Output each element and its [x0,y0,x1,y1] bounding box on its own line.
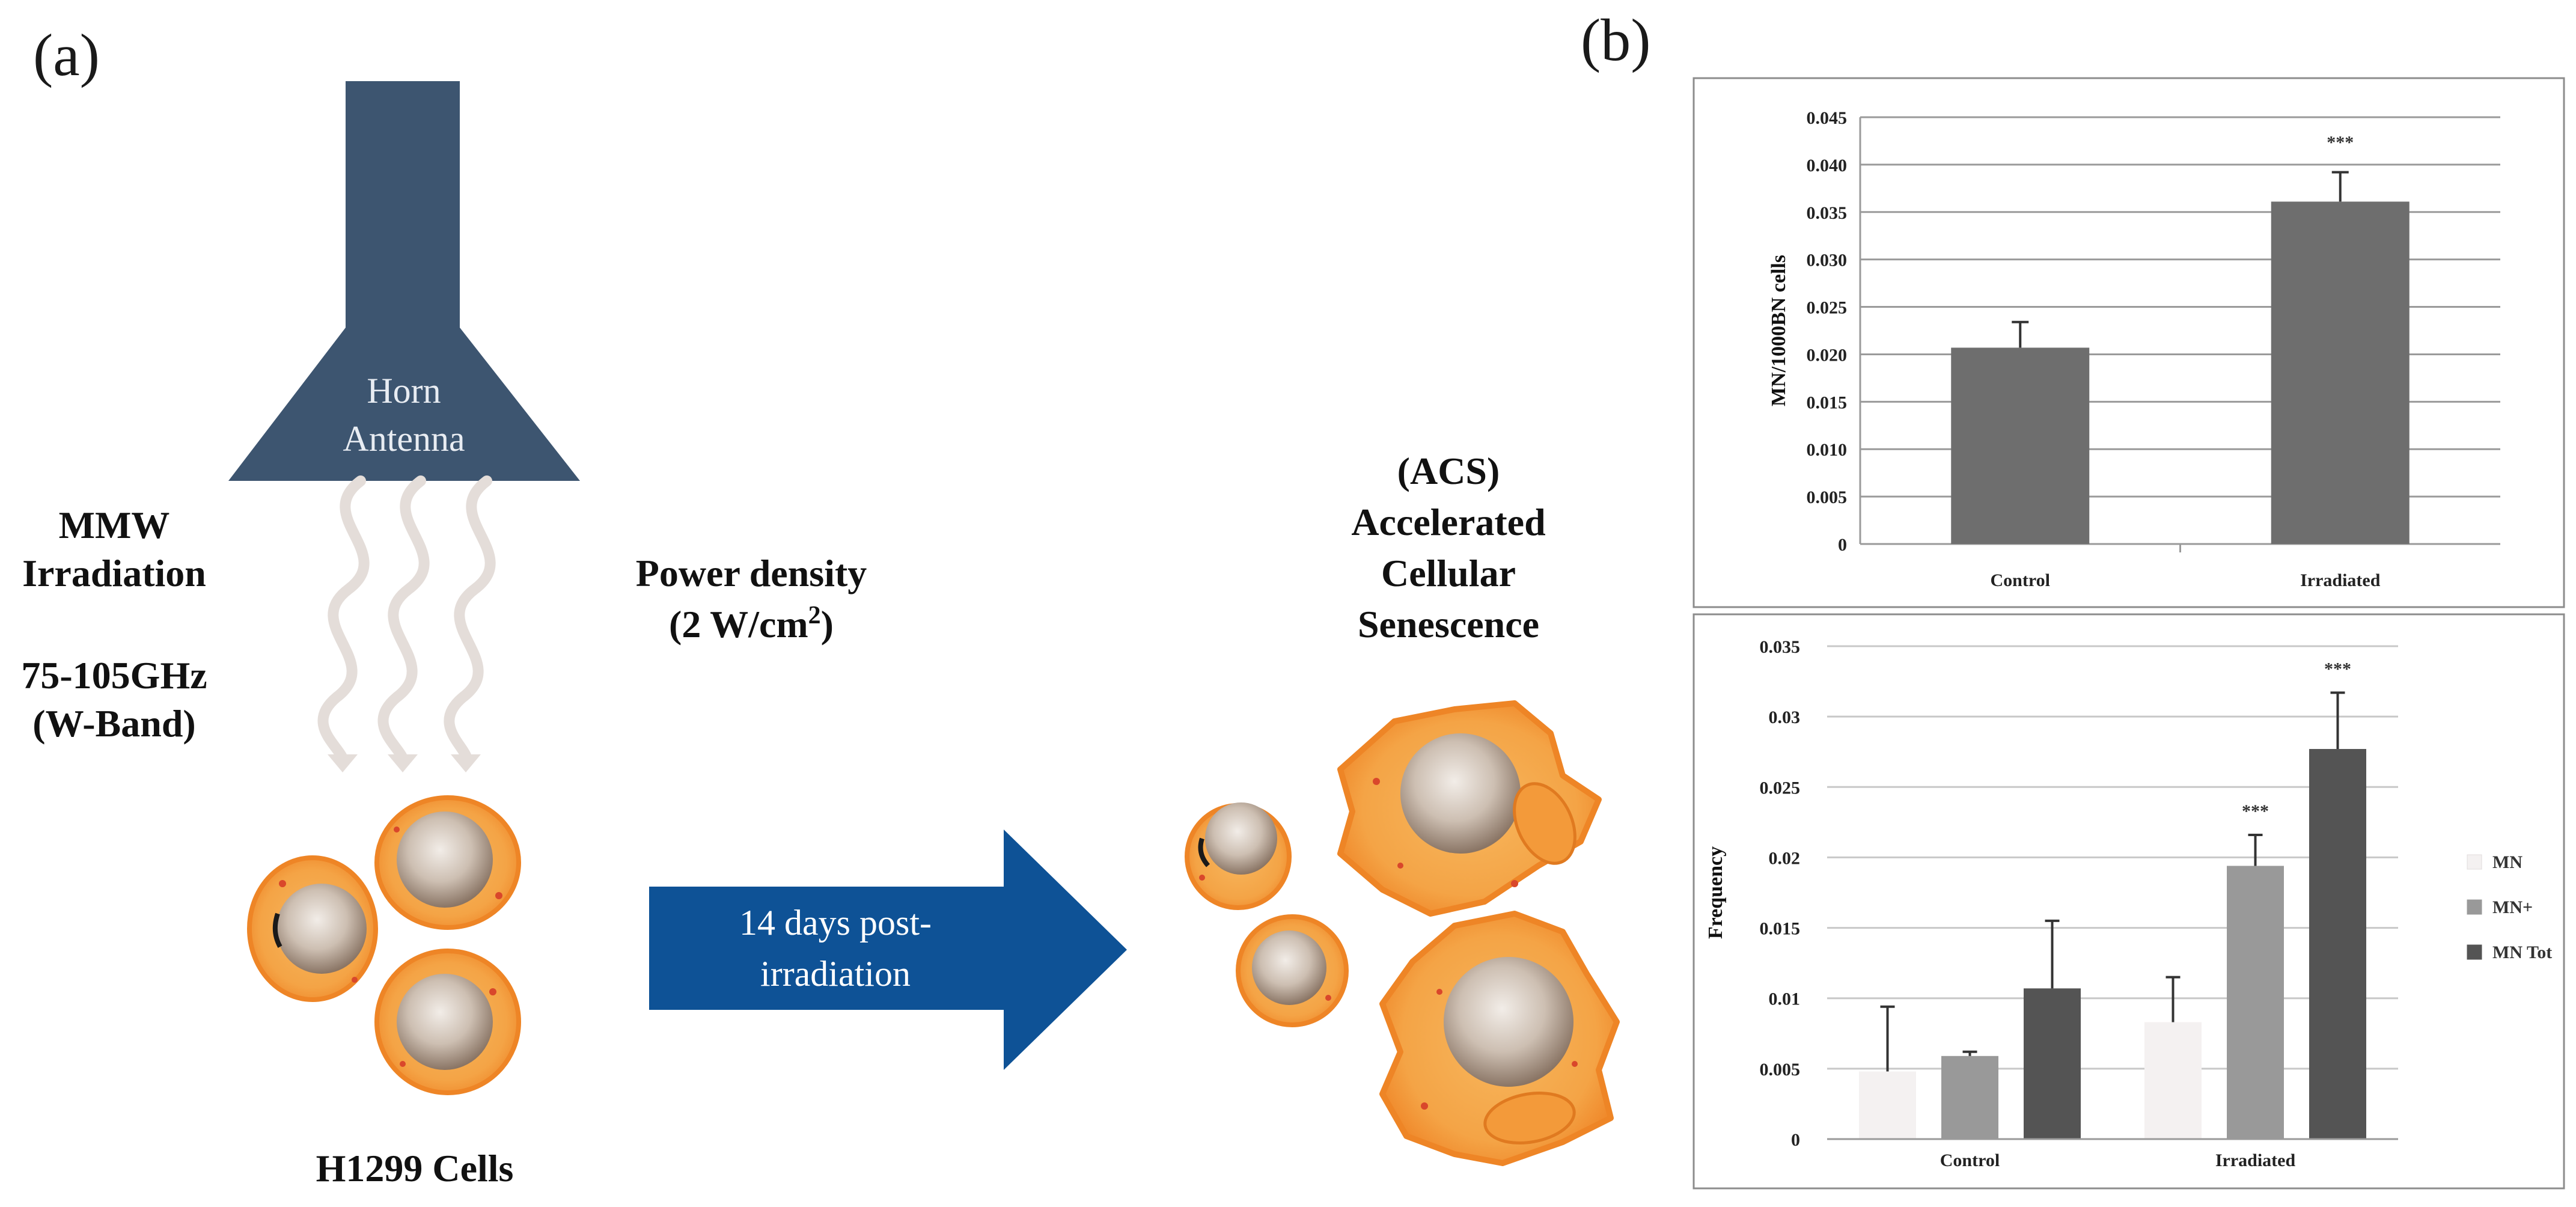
chart1-frame [1692,77,2565,608]
chart2-ytick-label: 0.035 [1760,637,1801,657]
wave-2 [377,475,430,769]
large-cell-bottom [1379,911,1620,1166]
panel-a: (a) Horn Antenna MMW Irradiation 75-105G… [21,22,1620,1190]
time-arrow: 14 days post- irradiation [649,830,1127,1070]
chart2-ytick-label: 0.015 [1760,919,1801,939]
h1299-cells [247,795,521,1095]
chart2-bar [1941,1056,1998,1139]
chart1-bar [2271,201,2410,544]
cell-dots [279,827,502,1067]
power-density-line1: Power density [636,552,867,594]
chart2-significance-label: *** [2324,659,2351,679]
chart2-ytick-label: 0.01 [1769,989,1801,1009]
chart2-legend-swatch [2467,854,2482,870]
freq-label-line1: 75-105GHz [21,654,207,697]
chart1-ytick-label: 0.010 [1807,440,1848,460]
chart-frequency: 0 0.005 0.01 0.015 0.02 0.025 0.03 0.035Frequen… [1705,637,2552,1170]
freq-label-line2: (W-Band) [32,702,195,745]
cells-label: H1299 Cells [316,1147,514,1190]
panel-a-label: (a) [33,22,100,88]
antenna-waveguide [346,81,460,331]
chart2-category-label: Irradiated [2215,1150,2296,1170]
senescent-cells [1185,700,1620,1166]
chart2-legend-label: MN Tot [2492,943,2552,962]
chart2-legend-swatch [2467,944,2482,960]
chart1-significance-label: *** [2327,133,2354,153]
antenna-flare [228,328,580,481]
wave-1 [317,475,370,769]
wave-3 [444,475,496,769]
wave-arrowheads [328,754,481,772]
chart1-ytick-label: 0.005 [1807,487,1848,507]
chart1-category-label: Control [1991,570,2050,590]
arrow-label-line2: irradiation [760,954,911,994]
chart1-ytick-label: 0.040 [1807,156,1848,176]
arrow-shape [649,830,1127,1070]
arrow-label-line1: 14 days post- [739,903,932,943]
chart2-ytick-label: 0 [1791,1130,1800,1150]
chart2-bar [2227,866,2284,1139]
chart2-ytick-label: 0.005 [1760,1060,1801,1080]
chart2-bar [2024,988,2081,1139]
panel-b-label: (b) [1581,7,1651,73]
chart1-y-axis-title: MN/1000BN cells [1768,255,1790,406]
chart2-ytick-label: 0.03 [1769,707,1801,727]
antenna-label-line1: Horn [367,371,441,411]
cell-top [374,795,521,930]
acs-label-line2: Accelerated [1351,501,1545,543]
chart1-category-label: Irradiated [2300,570,2381,590]
mmw-label-line2: Irradiation [22,552,206,594]
small-cell-2 [1236,914,1349,1027]
chart1-ytick-label: 0.015 [1807,393,1848,412]
panel-b: (b) 00.0050.0100.0150.0200.0250.0300.035… [1581,7,2565,1190]
chart2-ytick-label: 0.025 [1760,778,1801,798]
chart1-ytick-label: 0.045 [1807,108,1848,128]
chart1-ytick-label: 0.035 [1807,203,1848,223]
chart1-ytick-label: 0.030 [1807,251,1848,270]
chart2-legend-swatch [2467,899,2482,915]
chart1-bar [1951,347,2090,544]
chart2-bar [2144,1022,2202,1139]
mmw-waves [317,475,496,769]
chart2-category-label: Control [1940,1150,2000,1170]
chart2-frame [1692,613,2565,1190]
senescent-dots [1199,778,1578,1110]
chart2-significance-label: *** [2242,801,2269,821]
large-cell-top [1337,700,1602,917]
acs-label-line1: (ACS) [1397,450,1500,492]
chart2-legend-label: MN [2492,852,2523,872]
acs-label-line4: Senescence [1358,603,1539,646]
power-density-line2: (2 W/cm2) [669,602,834,646]
cell-bottom [374,949,521,1095]
chart2-y-axis-title: Frequency [1705,846,1727,939]
cell-left [247,855,378,1002]
chart2-legend-label: MN+ [2492,897,2533,917]
horn-antenna: Horn Antenna [228,81,580,481]
chart2-ytick-label: 0.02 [1769,848,1801,868]
antenna-label-line2: Antenna [343,419,465,459]
mmw-label-line1: MMW [59,504,170,546]
chart1-ytick-label: 0 [1838,535,1847,555]
chart2-bar [1859,1071,1916,1139]
chart1-ytick-label: 0.025 [1807,298,1848,318]
acs-label-line3: Cellular [1381,552,1516,594]
small-cell-1 [1185,802,1292,910]
chart2-bar [2309,749,2366,1139]
chart-mn-per-1000bn: 0 0.005 0.010 0.015 0.020 0.025 0.030 0.035 0.04… [1768,108,2500,590]
chart1-ytick-label: 0.020 [1807,345,1848,365]
